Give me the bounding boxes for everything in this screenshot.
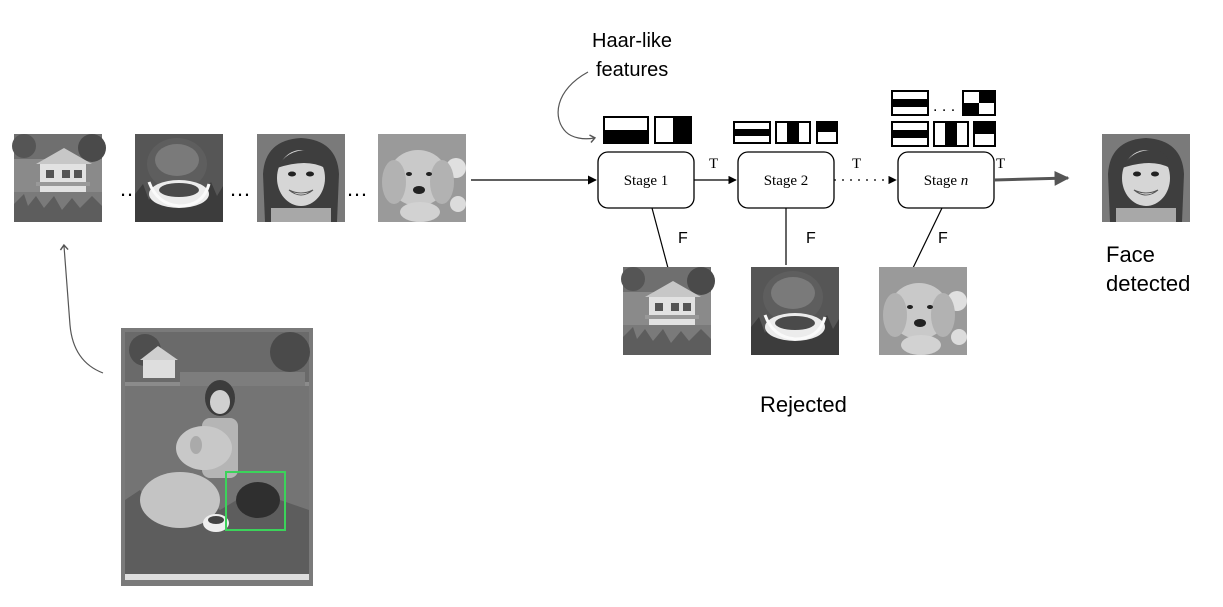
source-photo: [121, 328, 313, 586]
ball-photo-thumbnail: [133, 132, 225, 224]
output-arrow: [993, 170, 1070, 186]
rejected-puppy-photo: [879, 267, 967, 355]
ellipsis-text: …: [346, 176, 368, 201]
rejected-ball-photo: [749, 265, 841, 357]
rejected-label: Rejected: [760, 392, 847, 417]
false-label: F: [678, 230, 688, 247]
true-label: T: [852, 156, 861, 172]
haar-features-stage-n: . . .: [891, 90, 996, 147]
rejected-house-photo: [621, 267, 715, 355]
true-label: T: [709, 156, 718, 172]
stage-1-label: Stage 1: [624, 173, 669, 189]
source-pointer-arrow: [59, 243, 104, 374]
true-label: T: [996, 156, 1005, 172]
haar-features-stage-2: [733, 121, 838, 144]
haar-label-line2: features: [596, 59, 668, 81]
detected-face-photo: [1101, 133, 1191, 223]
girl-face-photo-thumbnail: [256, 133, 346, 223]
haar-dots: . . .: [933, 98, 955, 115]
face-detected-line2: detected: [1106, 271, 1190, 296]
detection-window: [225, 471, 286, 531]
false-line-1: [651, 207, 669, 269]
false-line-n: [911, 207, 943, 271]
ellipsis-text: …: [229, 176, 251, 201]
stage-n-label: Stage n: [924, 173, 969, 189]
puppy-photo-thumbnail: [378, 134, 466, 222]
false-label: F: [806, 230, 816, 247]
house-photo-thumbnail: [12, 134, 106, 222]
stage-2-label: Stage 2: [764, 173, 809, 189]
haar-label-line1: Haar-like: [592, 30, 672, 52]
face-detected-line1: Face: [1106, 242, 1155, 267]
false-label: F: [938, 230, 948, 247]
haar-pointer-arrow: [557, 71, 597, 143]
haar-features-stage-1: [603, 116, 692, 144]
